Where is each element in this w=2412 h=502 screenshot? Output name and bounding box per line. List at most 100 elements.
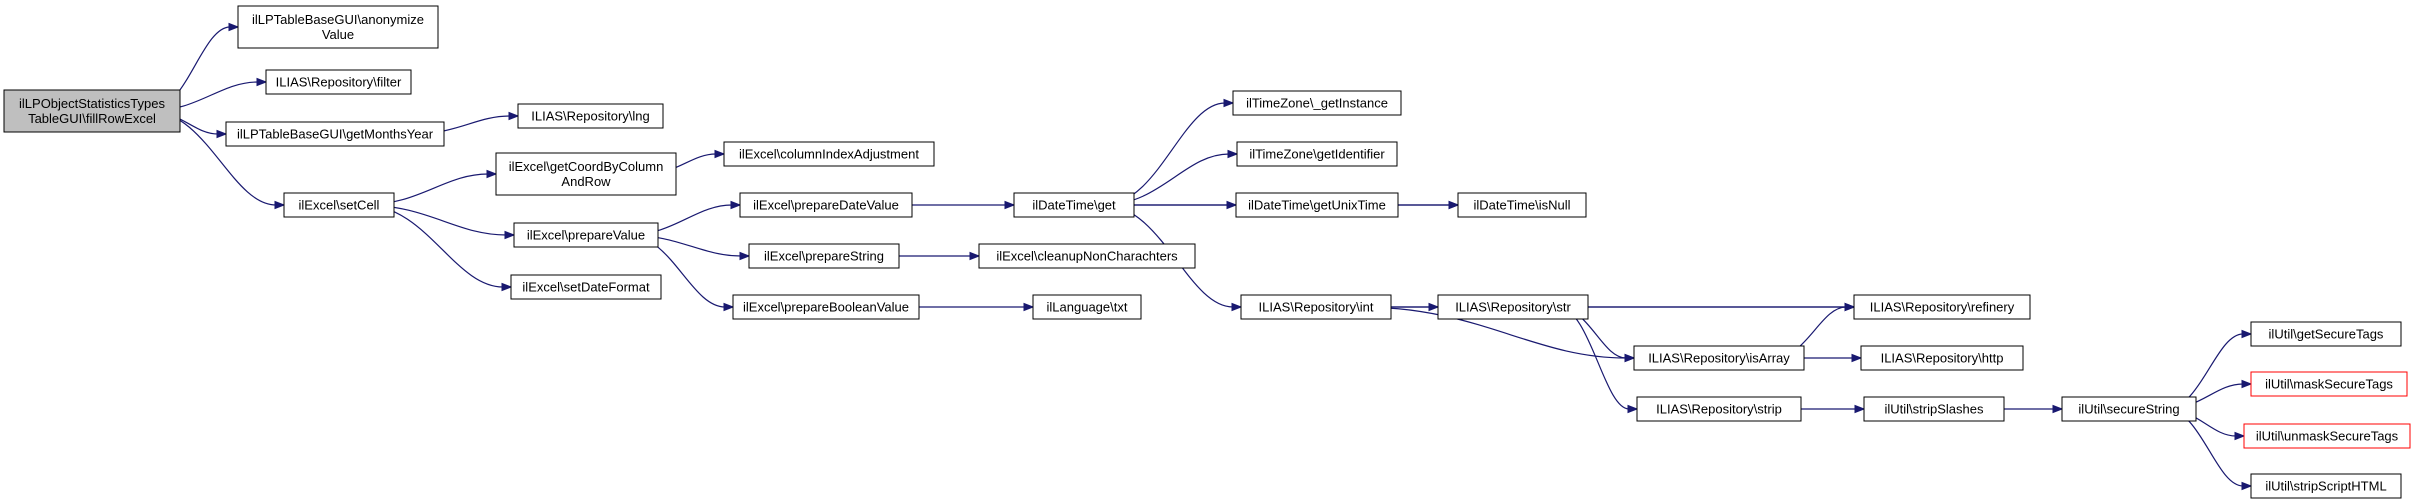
node-box-http[interactable]	[1860, 345, 2024, 371]
node-box-root[interactable]	[3, 89, 181, 133]
node-box-masksecure[interactable]	[2250, 371, 2408, 397]
node-label-root-0: ilLPObjectStatisticsTypes	[19, 96, 165, 111]
arrowhead-stripslashes-to-securestring	[2052, 404, 2064, 414]
arrowhead-root-to-anonymize	[228, 22, 240, 32]
node-preparedate[interactable]: ilExcel\prepareDateValue	[739, 192, 913, 218]
node-box-getcoord[interactable]	[495, 152, 677, 196]
node-box-strip[interactable]	[1636, 396, 1802, 422]
arrowhead-preparebool-to-langtxt	[1023, 302, 1035, 312]
arrowhead-datetimeget-to-repoint	[1231, 302, 1243, 312]
node-setdateformat[interactable]: ilExcel\setDateFormat	[510, 274, 662, 300]
arrowhead-securestring-to-getsecuretags	[2241, 329, 2253, 339]
node-box-repoint[interactable]	[1240, 294, 1392, 320]
arrowhead-root-to-getmonths	[216, 129, 228, 139]
node-label-stripscript-0: ilUtil\stripScriptHTML	[2265, 479, 2386, 494]
node-preparebool[interactable]: ilExcel\prepareBooleanValue	[732, 294, 920, 320]
node-label-anonymize-1: Value	[322, 27, 354, 42]
node-isarray[interactable]: ILIAS\Repository\isArray	[1633, 345, 1805, 371]
node-box-langtxt[interactable]	[1032, 294, 1142, 320]
node-box-stripslashes[interactable]	[1863, 396, 2005, 422]
node-repoint[interactable]: ILIAS\Repository\int	[1240, 294, 1392, 320]
arrowhead-setcell-to-getcoord	[486, 169, 498, 179]
node-box-repostr[interactable]	[1437, 294, 1589, 320]
arrowhead-datetimeget-to-tzident	[1227, 149, 1239, 159]
node-box-preparestring[interactable]	[748, 243, 900, 269]
node-repostr[interactable]: ILIAS\Repository\str	[1437, 294, 1589, 320]
node-label-getsecuretags-0: ilUtil\getSecureTags	[2269, 327, 2384, 342]
arrowhead-root-to-filter	[256, 77, 268, 87]
node-setcell[interactable]: ilExcel\setCell	[283, 192, 395, 218]
node-box-preparevalue[interactable]	[513, 222, 659, 248]
arrowhead-preparevalue-to-preparestring	[739, 251, 751, 261]
node-box-preparebool[interactable]	[732, 294, 920, 320]
node-box-securestring[interactable]	[2061, 396, 2197, 422]
node-label-preparevalue-0: ilExcel\prepareValue	[527, 228, 645, 243]
node-box-setcell[interactable]	[283, 192, 395, 218]
arrowhead-isarray-to-refinery	[1844, 302, 1856, 312]
node-label-repostr-0: ILIAS\Repository\str	[1455, 300, 1571, 315]
node-box-unmasksecure[interactable]	[2243, 423, 2411, 449]
node-root[interactable]: ilLPObjectStatisticsTypesTableGUI\fillRo…	[3, 89, 181, 133]
arrowhead-securestring-to-stripscript	[2241, 481, 2253, 491]
arrowhead-preparedate-to-datetimeget	[1004, 200, 1016, 210]
node-preparevalue[interactable]: ilExcel\prepareValue	[513, 222, 659, 248]
node-strip[interactable]: ILIAS\Repository\strip	[1636, 396, 1802, 422]
node-stripscript[interactable]: ilUtil\stripScriptHTML	[2250, 473, 2402, 499]
node-isnull[interactable]: ilDateTime\isNull	[1457, 192, 1587, 218]
node-tzident[interactable]: ilTimeZone\getIdentifier	[1236, 141, 1398, 167]
node-box-unixtime[interactable]	[1235, 192, 1399, 218]
node-label-tzident-0: ilTimeZone\getIdentifier	[1249, 147, 1385, 162]
node-box-tzident[interactable]	[1236, 141, 1398, 167]
node-label-masksecure-0: ilUtil\maskSecureTags	[2265, 377, 2393, 392]
node-box-tzinstance[interactable]	[1232, 90, 1402, 116]
node-box-stripscript[interactable]	[2250, 473, 2402, 499]
arrowhead-setcell-to-setdateformat	[501, 282, 513, 292]
node-box-filter[interactable]	[265, 69, 412, 95]
node-label-tzinstance-0: ilTimeZone\_getInstance	[1246, 96, 1388, 111]
node-colindex[interactable]: ilExcel\columnIndexAdjustment	[723, 141, 935, 167]
node-cleanup[interactable]: ilExcel\cleanupNonCharachters	[978, 243, 1196, 269]
node-getmonths[interactable]: ilLPTableBaseGUI\getMonthsYear	[225, 121, 445, 147]
edge-repoint-to-isarray	[1360, 306, 1627, 359]
node-box-getsecuretags[interactable]	[2250, 321, 2402, 347]
node-unixtime[interactable]: ilDateTime\getUnixTime	[1235, 192, 1399, 218]
node-preparestring[interactable]: ilExcel\prepareString	[748, 243, 900, 269]
node-label-preparebool-0: ilExcel\prepareBooleanValue	[743, 300, 909, 315]
node-box-isnull[interactable]	[1457, 192, 1587, 218]
node-refinery[interactable]: ILIAS\Repository\refinery	[1853, 294, 2031, 320]
node-label-http-0: ILIAS\Repository\http	[1881, 351, 2004, 366]
node-box-setdateformat[interactable]	[510, 274, 662, 300]
node-getsecuretags[interactable]: ilUtil\getSecureTags	[2250, 321, 2402, 347]
node-box-lng[interactable]	[517, 103, 664, 129]
node-securestring[interactable]: ilUtil\secureString	[2061, 396, 2197, 422]
node-stripslashes[interactable]: ilUtil\stripSlashes	[1863, 396, 2005, 422]
node-tzinstance[interactable]: ilTimeZone\_getInstance	[1232, 90, 1402, 116]
node-label-unixtime-0: ilDateTime\getUnixTime	[1248, 198, 1386, 213]
node-box-getmonths[interactable]	[225, 121, 445, 147]
node-datetimeget[interactable]: ilDateTime\get	[1013, 192, 1135, 218]
node-box-refinery[interactable]	[1853, 294, 2031, 320]
node-langtxt[interactable]: ilLanguage\txt	[1032, 294, 1142, 320]
node-label-filter-0: ILIAS\Repository\filter	[276, 75, 402, 90]
node-filter[interactable]: ILIAS\Repository\filter	[265, 69, 412, 95]
arrowhead-repostr-to-isarray	[1624, 353, 1636, 363]
node-unmasksecure[interactable]: ilUtil\unmaskSecureTags	[2243, 423, 2411, 449]
node-label-preparedate-0: ilExcel\prepareDateValue	[753, 198, 899, 213]
node-box-anonymize[interactable]	[237, 5, 439, 49]
node-label-isarray-0: ILIAS\Repository\isArray	[1648, 351, 1790, 366]
node-box-preparedate[interactable]	[739, 192, 913, 218]
node-box-colindex[interactable]	[723, 141, 935, 167]
node-box-cleanup[interactable]	[978, 243, 1196, 269]
node-masksecure[interactable]: ilUtil\maskSecureTags	[2250, 371, 2408, 397]
node-lng[interactable]: ILIAS\Repository\lng	[517, 103, 664, 129]
arrowhead-repostr-to-strip	[1627, 404, 1639, 414]
node-http[interactable]: ILIAS\Repository\http	[1860, 345, 2024, 371]
node-label-datetimeget-0: ilDateTime\get	[1032, 198, 1116, 213]
node-box-datetimeget[interactable]	[1013, 192, 1135, 218]
node-box-isarray[interactable]	[1633, 345, 1805, 371]
node-label-repoint-0: ILIAS\Repository\int	[1259, 300, 1374, 315]
edge-datetimeget-to-tzinstance	[1103, 102, 1226, 206]
